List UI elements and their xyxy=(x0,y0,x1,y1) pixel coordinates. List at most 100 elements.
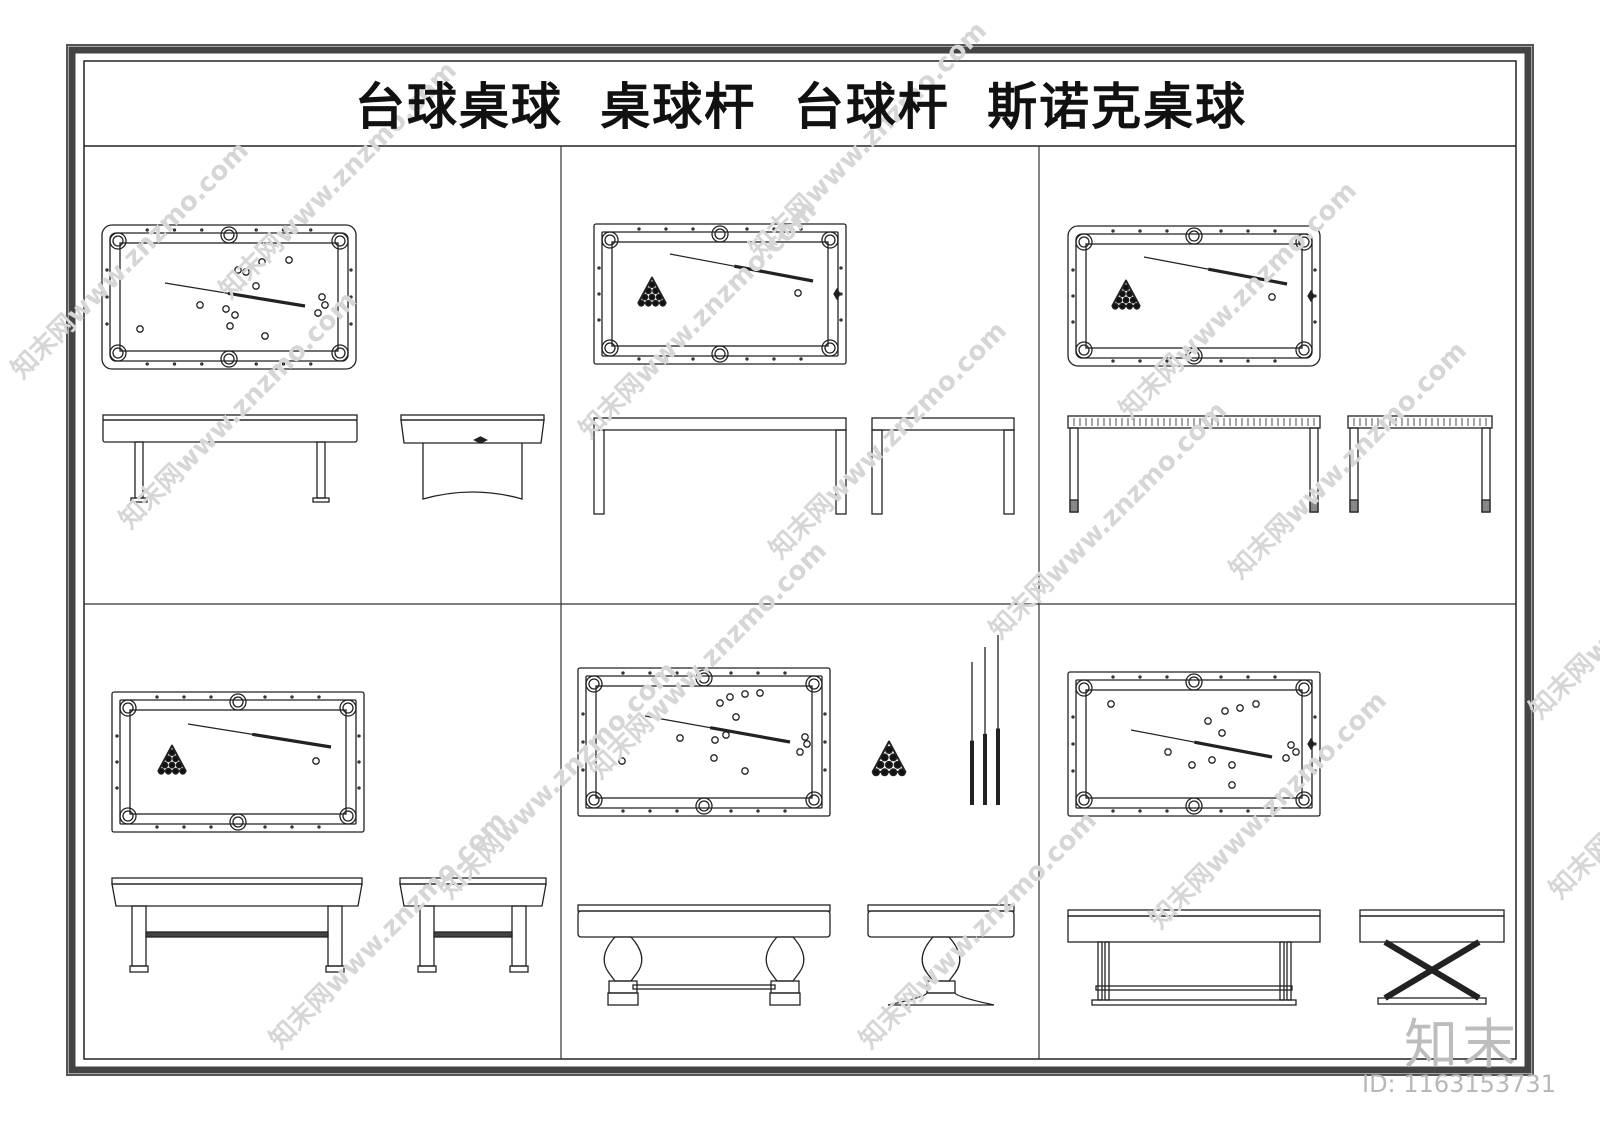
pocket xyxy=(1185,227,1203,245)
table-leg xyxy=(593,429,605,515)
rack-ball xyxy=(1122,284,1130,292)
table-cushion-line xyxy=(119,699,357,825)
cue-stick-butt xyxy=(734,264,814,283)
table-pedestal xyxy=(422,443,523,500)
rail-diamond xyxy=(115,786,119,790)
table-cushion-line xyxy=(585,675,823,809)
rail-diamond xyxy=(1313,268,1317,272)
rail-diamond xyxy=(839,266,843,270)
ball xyxy=(136,325,144,333)
pocket xyxy=(695,669,713,687)
pocket-inner xyxy=(714,228,726,240)
rack-ball xyxy=(1126,290,1134,298)
table-apron xyxy=(102,419,358,443)
watermark-text: 知末网www.znzmo.com xyxy=(1144,686,1393,935)
ball xyxy=(222,305,230,313)
ball xyxy=(312,757,320,765)
ball xyxy=(796,748,804,756)
ball xyxy=(314,309,322,317)
side-view-6 xyxy=(1067,909,1321,1006)
rack-ball xyxy=(884,760,894,769)
table-top-view-3 xyxy=(1067,225,1321,367)
leg-cap xyxy=(1481,499,1491,513)
rack-ball xyxy=(897,768,906,777)
rail-diamond xyxy=(772,227,776,231)
ball xyxy=(1208,756,1216,764)
rail-diamond xyxy=(209,825,213,829)
pocket xyxy=(109,232,127,250)
table-leg xyxy=(871,429,883,515)
rail-diamond xyxy=(1138,229,1142,233)
rack-ball xyxy=(164,755,172,763)
rail-diamond xyxy=(1165,809,1169,813)
rail-diamond xyxy=(1246,675,1250,679)
pocket xyxy=(331,344,349,362)
rack-ball xyxy=(880,753,889,762)
pocket xyxy=(220,350,238,368)
ball xyxy=(242,268,250,276)
rail-diamond xyxy=(1111,675,1115,679)
rack-ball xyxy=(175,761,183,769)
pocket xyxy=(1295,341,1313,359)
ball xyxy=(1292,748,1300,756)
ball xyxy=(741,690,749,698)
table-apron xyxy=(1347,415,1493,429)
leg-foot xyxy=(509,965,529,973)
rail-diamond xyxy=(1313,715,1317,719)
pocket-inner xyxy=(112,347,124,359)
ball-rack xyxy=(871,740,907,777)
ball xyxy=(1252,700,1260,708)
rail-diamond xyxy=(357,786,361,790)
ball xyxy=(732,713,740,721)
rail-diamond xyxy=(1111,359,1115,363)
rail-diamond xyxy=(145,228,149,232)
rail-diamond xyxy=(675,809,679,813)
rack-ball xyxy=(648,281,656,289)
rail-diamond xyxy=(1165,675,1169,679)
table-apron xyxy=(399,883,547,907)
ball xyxy=(1107,700,1115,708)
table-leg xyxy=(1104,941,1110,1001)
rail-diamond xyxy=(349,295,353,299)
pedestal-foot xyxy=(887,992,995,1006)
leg-foot xyxy=(325,965,345,973)
rail-diamond xyxy=(745,227,749,231)
rack-ball xyxy=(889,753,898,762)
rail-diamond xyxy=(1246,359,1250,363)
end-view-5 xyxy=(867,904,1015,1006)
rail-diamond xyxy=(349,322,353,326)
pocket xyxy=(119,807,137,825)
table-outer-rail xyxy=(111,691,365,833)
ball xyxy=(285,256,293,264)
pocket-inner xyxy=(1078,794,1090,806)
rack-ball xyxy=(1122,296,1130,304)
rail-diamond xyxy=(1165,359,1169,363)
ball xyxy=(794,289,802,297)
pocket-inner xyxy=(1298,794,1310,806)
rack-ball xyxy=(1118,290,1126,298)
rail-diamond xyxy=(1273,229,1277,233)
side-view-4 xyxy=(111,877,363,973)
ball xyxy=(1221,707,1229,715)
table-outer-rail xyxy=(577,667,831,817)
ball xyxy=(321,301,329,309)
pocket xyxy=(229,693,247,711)
rack-ball xyxy=(652,287,660,295)
pocket xyxy=(585,791,603,809)
rack-ball xyxy=(644,299,652,307)
watermark-text: 知末网www.znzmo.com xyxy=(764,316,1013,565)
pocket xyxy=(1185,797,1203,815)
table-leg xyxy=(316,441,326,499)
table-apron xyxy=(111,883,363,907)
rack-ball xyxy=(655,293,663,301)
rail-diamond xyxy=(1071,294,1075,298)
rack-ball xyxy=(172,755,180,763)
ball xyxy=(1287,741,1295,749)
rack-ball xyxy=(1126,302,1134,310)
rail-diamond xyxy=(597,266,601,270)
rack-ball xyxy=(644,287,652,295)
rail-diamond xyxy=(799,357,803,361)
pocket-inner xyxy=(604,234,616,246)
pocket-inner xyxy=(1188,230,1200,242)
